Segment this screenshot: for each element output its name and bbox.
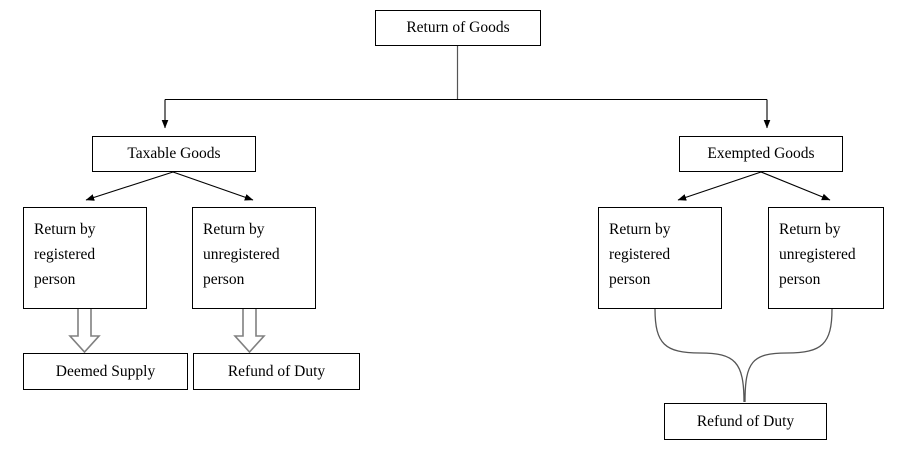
edge-exempted-unregistered-to-refund: [744, 308, 833, 403]
node-return-of-goods[interactable]: Return of Goods: [375, 10, 541, 46]
node-deemed-supply[interactable]: Deemed Supply: [23, 353, 188, 390]
node-label: Refund of Duty: [696, 412, 795, 430]
edge-taxable-to-unregistered: [172, 171, 254, 201]
edge-root-to-branchbar: [165, 46, 767, 101]
node-label: Return of Goods: [406, 19, 510, 37]
block-arrow-to-deemed-supply: [68, 309, 101, 354]
node-label: Return by registered person: [34, 221, 96, 289]
node-label: Return by unregistered person: [779, 221, 856, 289]
edge-exempted-to-unregistered: [760, 171, 831, 201]
edge-taxable-to-registered: [85, 171, 174, 201]
node-exempted-return-by-unregistered-person[interactable]: Return by unregistered person: [768, 207, 884, 309]
node-taxable-return-by-registered-person[interactable]: Return by registered person: [23, 207, 147, 309]
node-label: Refund of Duty: [227, 362, 326, 380]
block-arrow-to-refund-of-duty-left: [233, 309, 266, 354]
node-taxable-return-by-unregistered-person[interactable]: Return by unregistered person: [192, 207, 316, 309]
node-label: Return by unregistered person: [203, 221, 280, 289]
node-exempted-goods[interactable]: Exempted Goods: [679, 136, 843, 172]
node-label: Return by registered person: [609, 221, 671, 289]
node-label: Taxable Goods: [127, 145, 221, 163]
node-refund-of-duty-left[interactable]: Refund of Duty: [193, 353, 360, 390]
node-label: Deemed Supply: [55, 362, 156, 380]
edge-exempted-registered-to-refund: [654, 308, 745, 403]
edge-exempted-to-registered: [677, 171, 762, 201]
node-refund-of-duty-right[interactable]: Refund of Duty: [664, 403, 827, 440]
node-taxable-goods[interactable]: Taxable Goods: [92, 136, 256, 172]
node-label: Exempted Goods: [707, 145, 815, 163]
node-exempted-return-by-registered-person[interactable]: Return by registered person: [598, 207, 722, 309]
